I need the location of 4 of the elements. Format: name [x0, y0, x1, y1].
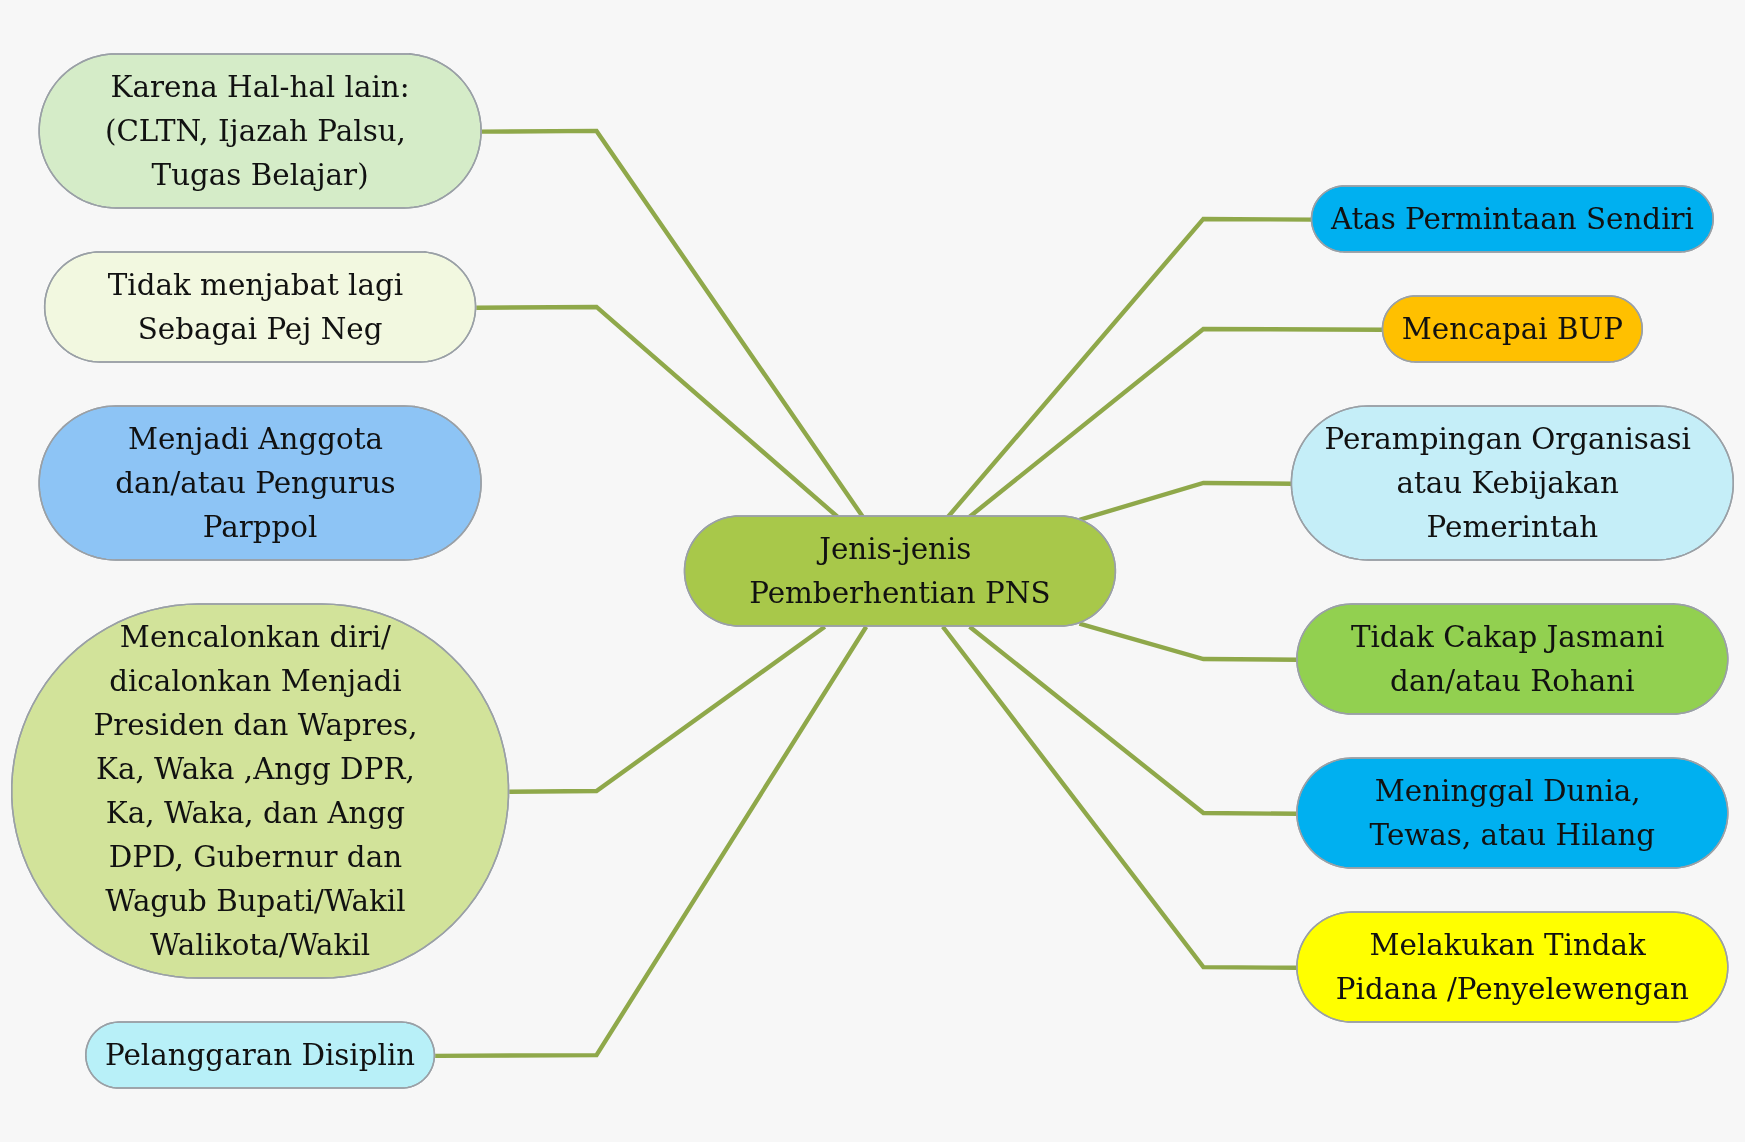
connector [968, 625, 1298, 816]
connector [435, 625, 869, 1059]
connector [941, 625, 1298, 970]
connector [1078, 621, 1298, 662]
